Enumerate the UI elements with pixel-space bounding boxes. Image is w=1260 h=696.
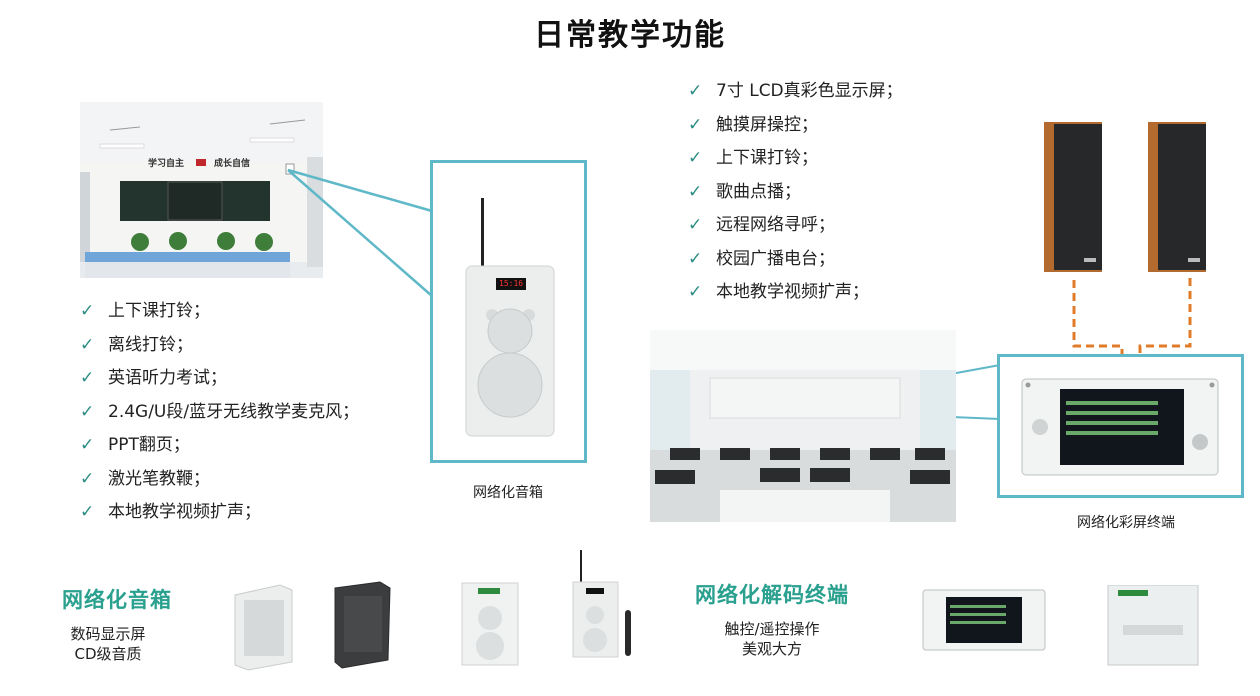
- list-item: ✓校园广播电台；: [688, 243, 903, 277]
- list-item: ✓上下课打铃；: [688, 142, 903, 176]
- list-item: ✓远程网络寻呼；: [688, 209, 903, 243]
- column-speakers-image: [1044, 122, 1206, 272]
- speaker-products-row: [234, 550, 631, 671]
- check-icon: ✓: [688, 181, 703, 202]
- network-color-screen-terminal-image: [1021, 378, 1219, 476]
- white-display-speaker-image: [461, 582, 519, 666]
- speaker-frame: 15:16: [430, 160, 587, 463]
- right-feature-list: ✓7寸 LCD真彩色显示屏； ✓触摸屏操控； ✓上下课打铃； ✓歌曲点播； ✓远…: [688, 75, 903, 310]
- check-icon: ✓: [80, 435, 95, 455]
- list-item: ✓离线打铃；: [80, 329, 359, 363]
- touch-screen-terminal-image: [922, 589, 1046, 651]
- check-icon: ✓: [80, 502, 95, 522]
- check-icon: ✓: [80, 301, 95, 321]
- list-item: ✓上下课打铃；: [80, 295, 359, 329]
- list-item: ✓歌曲点播；: [688, 176, 903, 210]
- list-item: ✓激光笔教鞭；: [80, 463, 359, 497]
- check-icon: ✓: [688, 148, 703, 168]
- list-item: ✓触摸屏操控；: [688, 109, 903, 143]
- check-icon: ✓: [80, 401, 95, 422]
- list-item: ✓本地教学视频扩声；: [688, 276, 903, 310]
- speaker-caption: 网络化音箱: [473, 485, 543, 501]
- bottom-left-title: 网络化音箱: [62, 588, 172, 612]
- check-icon: ✓: [688, 215, 703, 235]
- banner-left-text: 学习自主: [148, 158, 185, 168]
- bottom-left-line2: CD级音质: [74, 645, 142, 663]
- wireless-speaker-image: [572, 550, 619, 658]
- list-item: ✓PPT翻页；: [80, 429, 359, 463]
- check-icon: ✓: [80, 368, 95, 388]
- black-wall-speaker-image: [334, 581, 391, 669]
- speaker-display: 15:16: [499, 279, 524, 288]
- bottom-left-desc: 数码显示屏 CD级音质: [48, 624, 168, 664]
- check-icon: ✓: [688, 114, 703, 135]
- white-wall-speaker-image: [234, 584, 293, 671]
- check-icon: ✓: [688, 81, 703, 101]
- check-icon: ✓: [80, 468, 95, 489]
- wireless-microphone-image: [625, 610, 631, 656]
- banner-right-text: 成长自信: [214, 158, 251, 168]
- list-item: ✓本地教学视频扩声；: [80, 496, 359, 530]
- bottom-left-line1: 数码显示屏: [70, 625, 146, 643]
- list-item: ✓英语听力考试；: [80, 362, 359, 396]
- page-title: 日常教学功能: [534, 18, 726, 53]
- check-icon: ✓: [80, 334, 95, 355]
- network-speaker-image: [465, 198, 555, 437]
- classroom-interior-photo: [650, 330, 956, 522]
- terminal-caption: 网络化彩屏终端: [1077, 515, 1175, 531]
- list-item: ✓2.4G/U段/蓝牙无线教学麦克风；: [80, 396, 359, 430]
- bottom-right-desc: 触控/遥控操作 美观大方: [707, 619, 837, 659]
- bottom-right-line1: 触控/遥控操作: [724, 620, 820, 638]
- check-icon: ✓: [688, 282, 703, 302]
- check-icon: ✓: [688, 248, 703, 269]
- classroom-photo: 学习自主 成长自信: [80, 102, 323, 278]
- list-item: ✓7寸 LCD真彩色显示屏；: [688, 75, 903, 109]
- left-feature-list: ✓上下课打铃； ✓离线打铃； ✓英语听力考试； ✓2.4G/U段/蓝牙无线教学麦…: [80, 295, 359, 530]
- bottom-right-title: 网络化解码终端: [695, 583, 849, 607]
- terminal-products-row: [922, 585, 1199, 666]
- terminal-frame: [997, 354, 1244, 498]
- wall-decoder-terminal-image: [1107, 585, 1199, 666]
- bottom-right-line2: 美观大方: [741, 640, 802, 658]
